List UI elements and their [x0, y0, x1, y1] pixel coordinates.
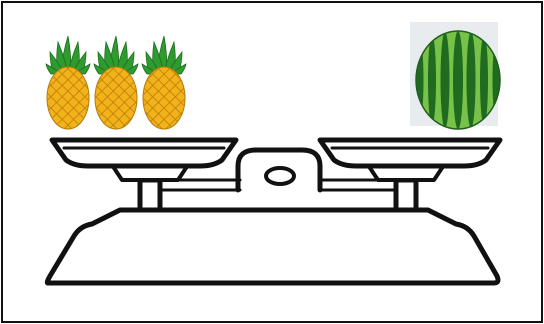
- pineapple-icon: [94, 36, 138, 129]
- pineapple-group: [46, 36, 186, 129]
- balance-scale-icon: [47, 140, 500, 283]
- pineapple-icon: [142, 36, 186, 129]
- watermelon-icon: [410, 22, 500, 129]
- pineapple-icon: [46, 36, 90, 129]
